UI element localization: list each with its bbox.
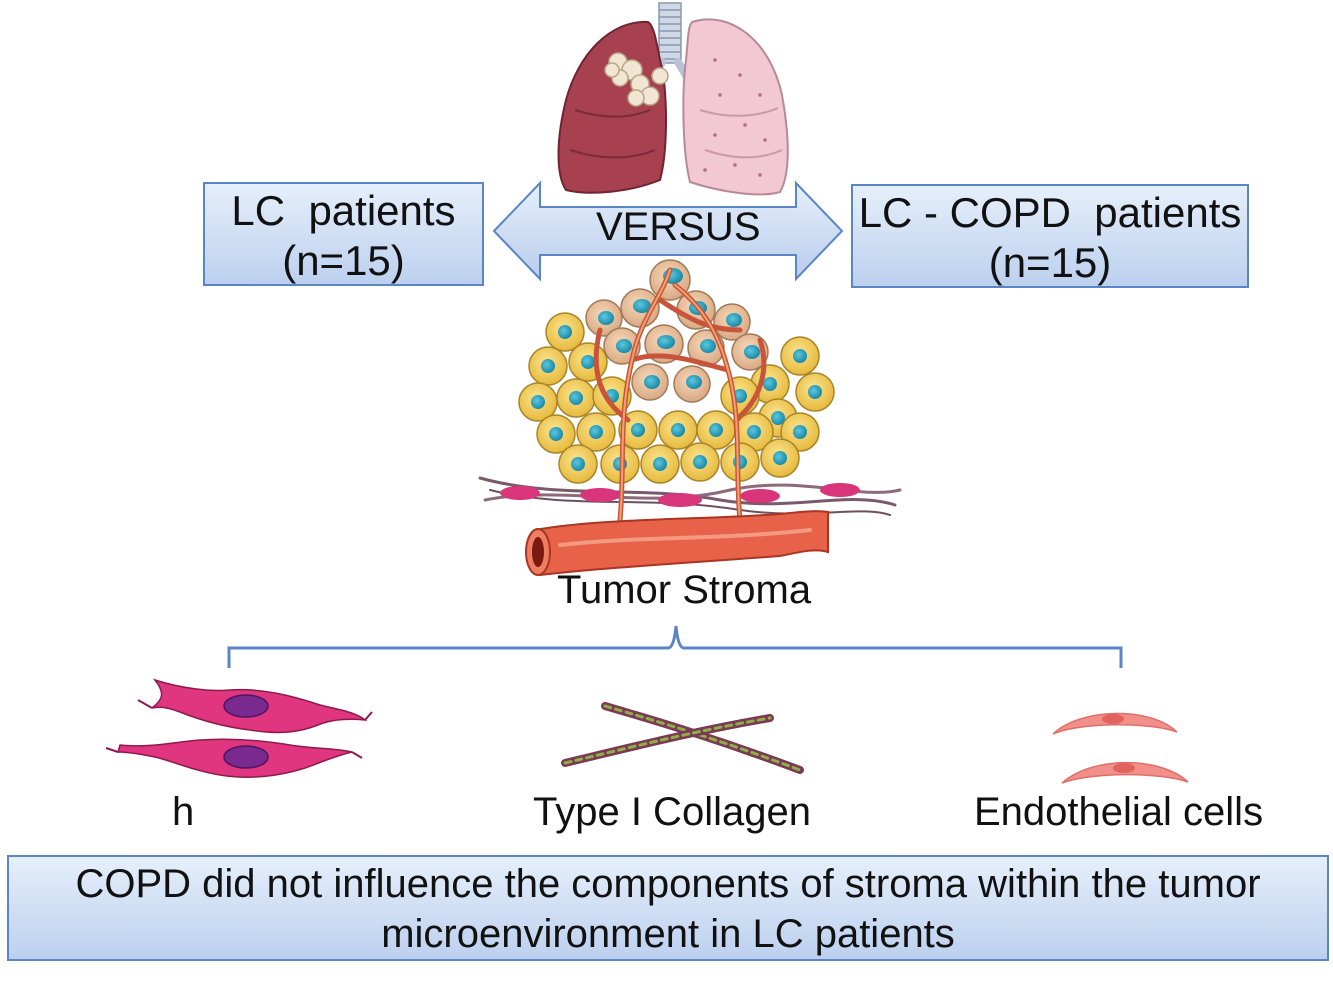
tumor-stroma-title: Tumor Stroma [557, 568, 812, 612]
lc-copd-patients-box: LC - COPD patients (n=15) [851, 184, 1249, 288]
conclusion-line-1: COPD did not influence the components of… [75, 862, 1261, 906]
lc-patients-box: LC patients (n=15) [203, 182, 484, 286]
lc-copd-patients-count: (n=15) [988, 239, 1112, 286]
collagen-label: Type I Collagen [533, 790, 811, 834]
conclusion-line-2: microenvironment in LC patients [381, 912, 955, 956]
endothelial-cells-label: Endothelial cells [974, 790, 1264, 834]
lc-patients-count: (n=15) [282, 237, 405, 284]
versus-label: VERSUS [596, 205, 761, 249]
lungs-icon [557, 2, 789, 196]
endothelial-cells-icon [1052, 712, 1189, 784]
stroma-bracket [227, 625, 1123, 668]
fibroblast-icon [105, 678, 373, 778]
lc-copd-patients-title: LC - COPD patients [858, 189, 1242, 236]
fibroblast-label: h [172, 790, 195, 834]
collagen-icon [561, 702, 804, 774]
tumor-illustration [478, 259, 902, 577]
conclusion-box: COPD did not influence the components of… [7, 855, 1329, 961]
lc-patients-title: LC patients [231, 187, 456, 234]
versus-arrow [492, 180, 844, 282]
